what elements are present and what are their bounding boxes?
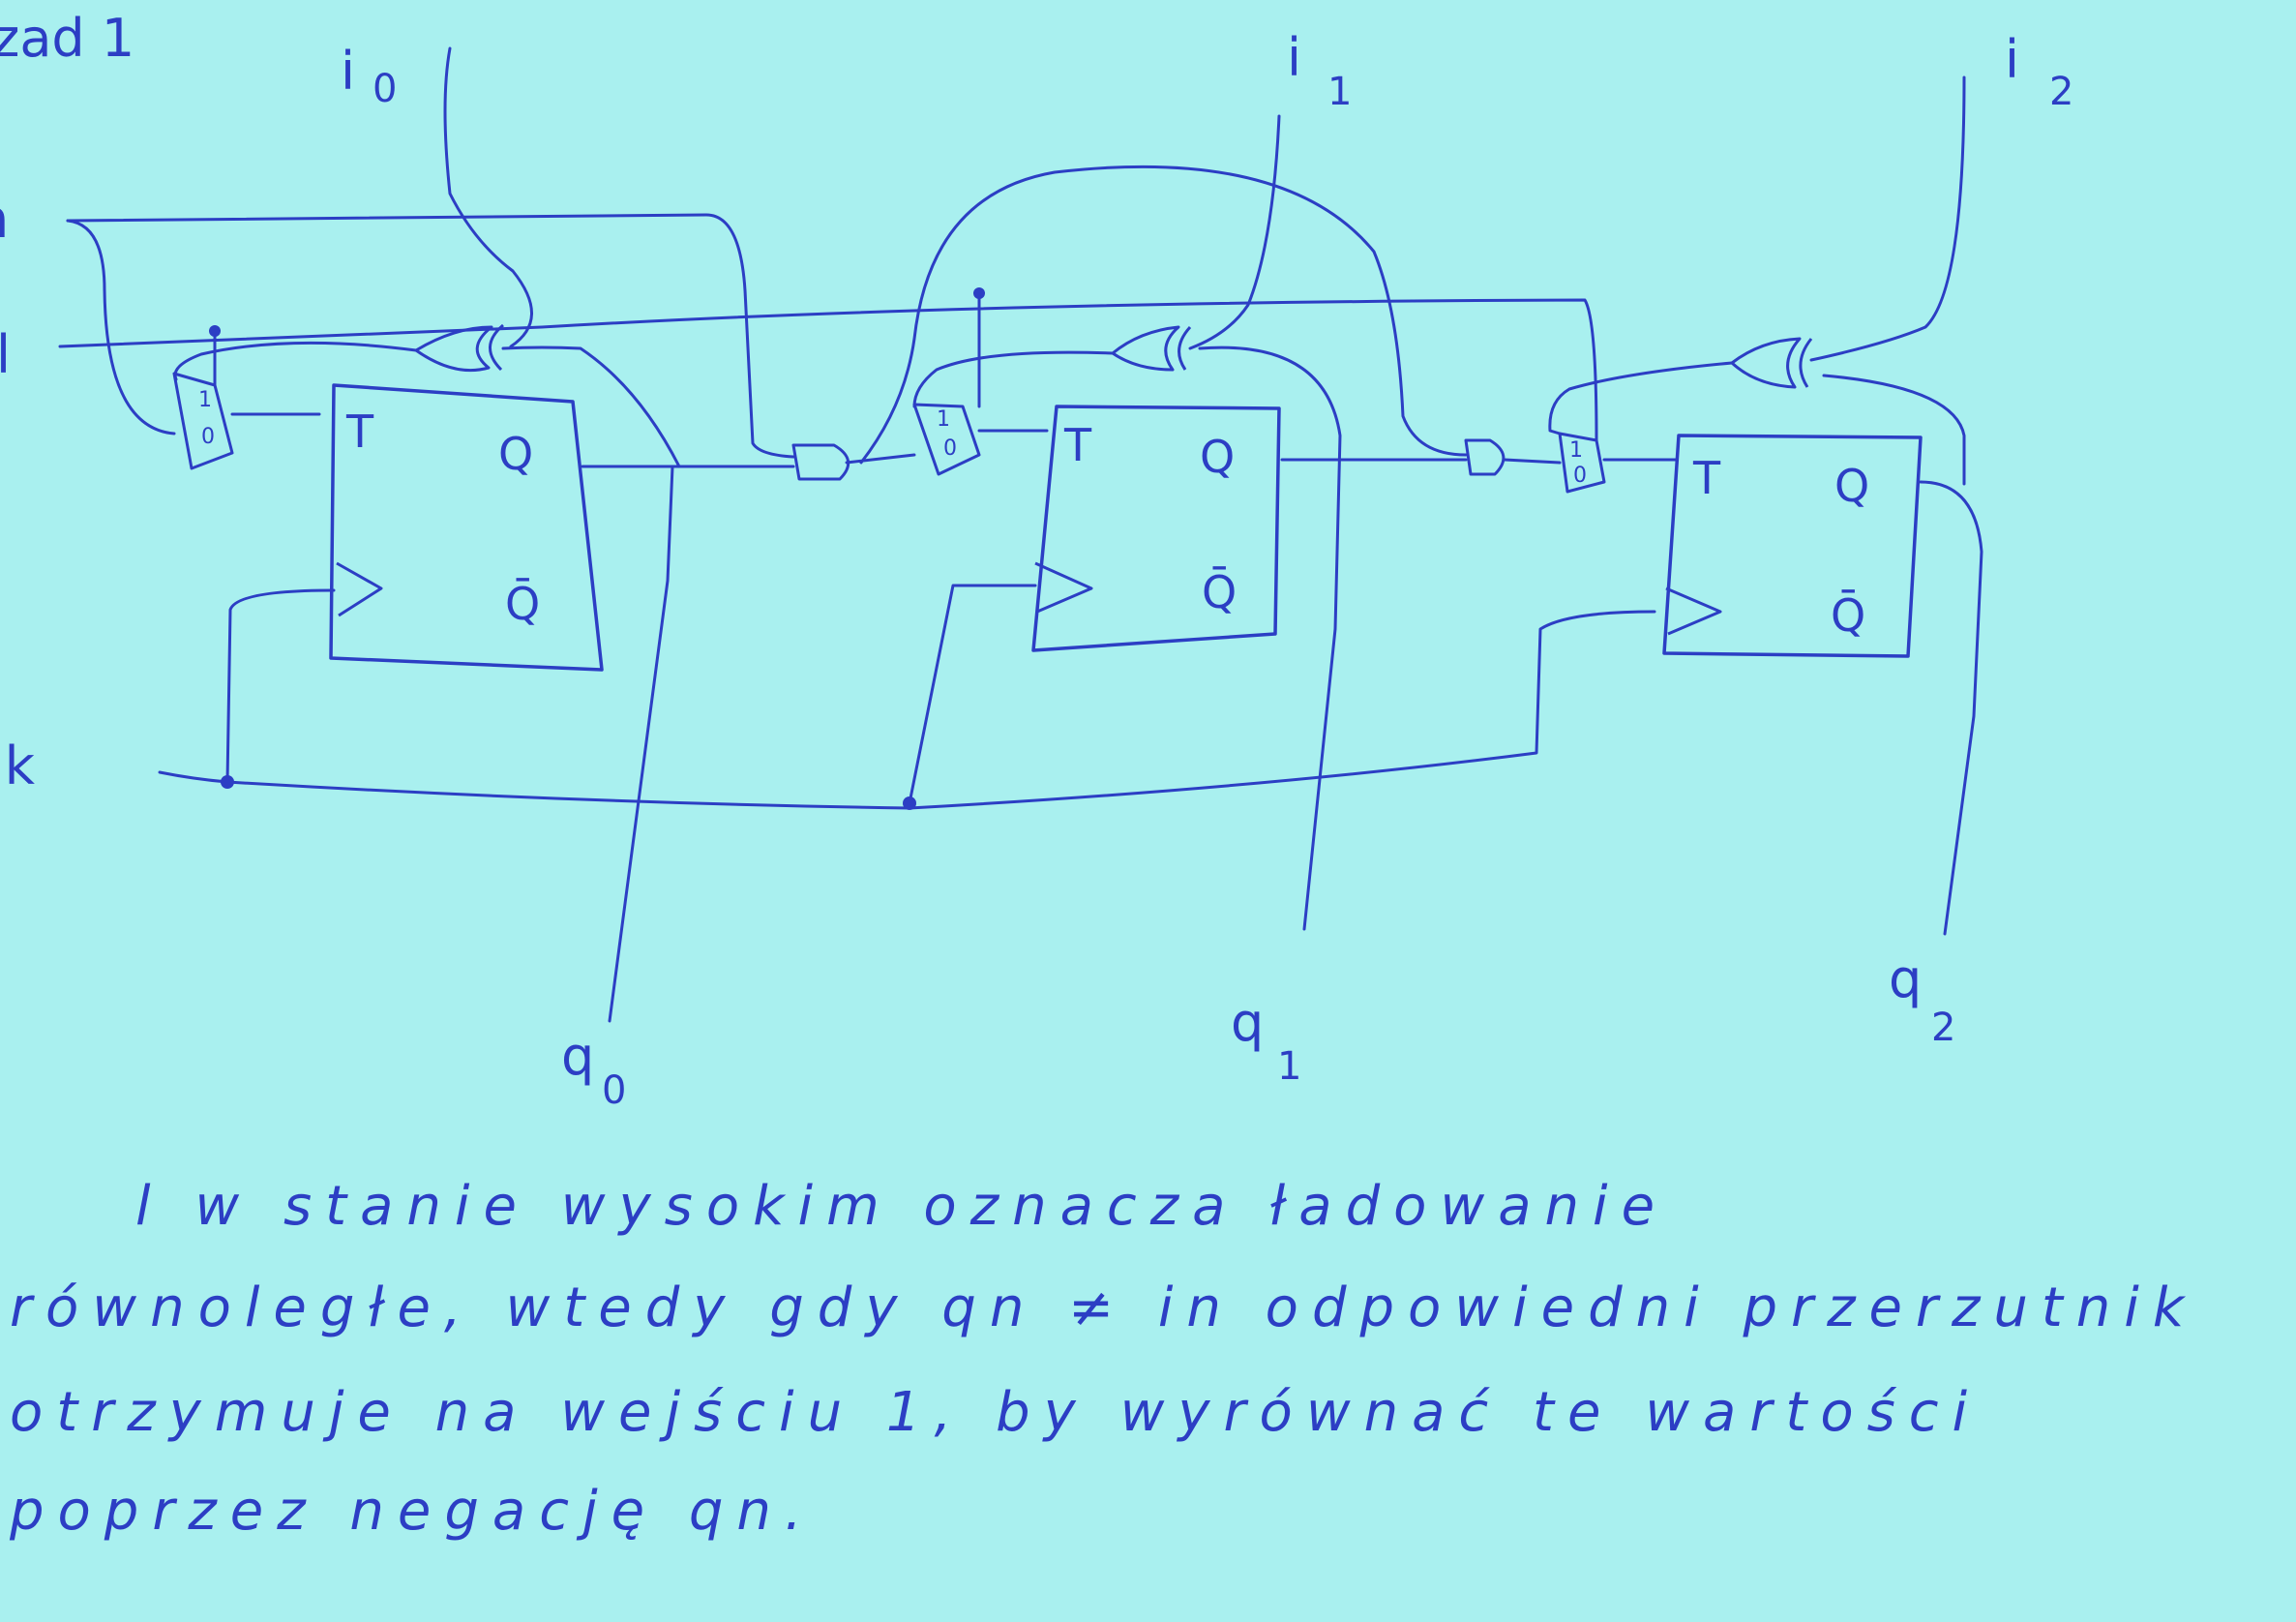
and-gate-0-body: [791, 443, 850, 481]
flipflop-1-body: [1031, 405, 1281, 652]
q1-sub: 1: [1277, 1044, 1301, 1089]
q1-main: q: [1231, 992, 1264, 1053]
label-i0: i 0: [341, 41, 397, 111]
flipflop-2-body: [1662, 434, 1923, 658]
note-line-3: otrzymuje na wejściu 1, by wyrównać te w…: [10, 1381, 1981, 1444]
q2-main: q: [1889, 948, 1922, 1009]
wire-xor2-to-mux2: [1548, 361, 1734, 436]
flipflop-1-t-pin: T: [1063, 419, 1092, 471]
xor-gate-2-back-arc: [1799, 338, 1813, 388]
junction-clk-0: [221, 775, 234, 789]
note-line-4: poprzez negację qn.: [9, 1480, 816, 1543]
wire-i2: [1809, 75, 1966, 362]
flipflop-2: T Q Q̄: [1662, 434, 1923, 658]
wire-in-line: [66, 213, 795, 459]
flipflop-0-qbar-pin: Q̄: [505, 578, 540, 630]
junction-l-0: [209, 325, 221, 337]
flipflop-0-clock-triangle: [336, 561, 383, 617]
flipflop-2-q-pin: Q: [1834, 460, 1869, 512]
i0-main: i: [341, 41, 355, 102]
mux-1-input-1: 1: [937, 407, 950, 432]
junction-clk-1: [903, 796, 916, 810]
wire-clk: [158, 610, 1656, 810]
flipflop-1-qbar-pin: Q̄: [1202, 566, 1237, 618]
wire-and1-to-mux2: [1503, 458, 1562, 465]
xor-gate-1-back-arc: [1178, 325, 1192, 371]
mux-0-input-1: 1: [198, 388, 212, 412]
clock-label: clk: [0, 736, 36, 796]
wire-i0: [443, 46, 533, 348]
mux-0-body: [172, 372, 234, 470]
label-q1: q 1: [1231, 992, 1301, 1089]
mux-2-input-0: 0: [1573, 464, 1587, 488]
wire-xor0-to-mux0: [173, 341, 418, 381]
label-i2: i 2: [2005, 29, 2073, 114]
label-i1: i 1: [1287, 27, 1352, 114]
in-label: in: [0, 189, 9, 250]
wire-q2-to-xor2: [1822, 374, 1966, 486]
q2-sub: 2: [1931, 1006, 1955, 1050]
mux-0-input-0: 0: [201, 425, 215, 449]
wire-and0-out: [845, 453, 916, 465]
wires: [58, 46, 1983, 1023]
label-q2: q 2: [1889, 948, 1955, 1050]
i0-sub: 0: [373, 67, 397, 111]
explanation-note: l w stanie wysokim oznacza ładowanie rów…: [9, 1175, 2197, 1543]
flipflop-2-clock-triangle: [1665, 586, 1722, 636]
mux-1: 1 0: [912, 403, 981, 476]
flipflop-0-q-pin: Q: [498, 428, 533, 480]
mux-1-body: [912, 403, 981, 476]
junction-l-1: [973, 287, 985, 299]
xor-gate-1: [1111, 325, 1192, 372]
wire-q2-out: [1919, 480, 1983, 936]
wire-clk-ff1: [908, 584, 1037, 805]
q0-main: q: [561, 1026, 594, 1087]
mux-2: 1 0: [1558, 432, 1606, 494]
flipflop-0-t-pin: T: [345, 406, 374, 458]
xor-gate-1-body: [1111, 325, 1180, 372]
wire-and0-to-mux1: [859, 165, 1468, 465]
wire-l-line: [58, 298, 1598, 442]
and-gate-1: [1464, 438, 1506, 476]
wire-q1-to-xor1: [1198, 345, 1342, 931]
mux-1-input-0: 0: [943, 436, 957, 461]
i1-sub: 1: [1327, 70, 1352, 114]
flipflop-2-t-pin: T: [1692, 452, 1721, 504]
and-gate-0: [791, 443, 850, 481]
flipflop-1-q-pin: Q: [1200, 431, 1235, 483]
note-line-2: równoległe, wtedy gdy qn ≠ in odpowiedni…: [10, 1277, 2197, 1339]
mux-2-input-1: 1: [1569, 438, 1583, 463]
flipflop-0-body: [329, 383, 604, 672]
flipflop-1: T Q Q̄: [1031, 405, 1281, 652]
wire-i1: [1188, 114, 1281, 350]
flipflop-0: T Q Q̄: [329, 383, 604, 672]
wire-in-to-mux0: [66, 219, 176, 436]
flipflop-2-qbar-pin: Q̄: [1831, 589, 1865, 642]
mux-0: 1 0: [172, 372, 234, 470]
flipflop-1-clock-triangle: [1034, 561, 1093, 614]
note-line-1: l w stanie wysokim oznacza ładowanie: [135, 1175, 1668, 1238]
xor-gate-0-back-arc: [489, 323, 504, 372]
xor-gate-2-body: [1730, 337, 1802, 389]
wire-q0-to-xor0: [501, 345, 681, 468]
wire-xor1-to-mux1: [912, 350, 1115, 408]
label-q0: q 0: [561, 1026, 626, 1113]
q0-sub: 0: [602, 1068, 626, 1113]
i1-main: i: [1287, 27, 1301, 88]
i2-sub: 2: [2049, 70, 2073, 114]
i2-main: i: [2005, 29, 2019, 90]
wire-q0-down: [608, 465, 674, 1023]
load-label: l: [0, 324, 11, 385]
mux-2-body: [1558, 432, 1606, 494]
xor-gate-0-body: [414, 325, 493, 373]
and-gate-1-body: [1464, 438, 1506, 476]
xor-gate-2: [1730, 337, 1813, 389]
page-title: zad 1: [0, 8, 134, 69]
wire-clk-ff0: [225, 588, 336, 784]
